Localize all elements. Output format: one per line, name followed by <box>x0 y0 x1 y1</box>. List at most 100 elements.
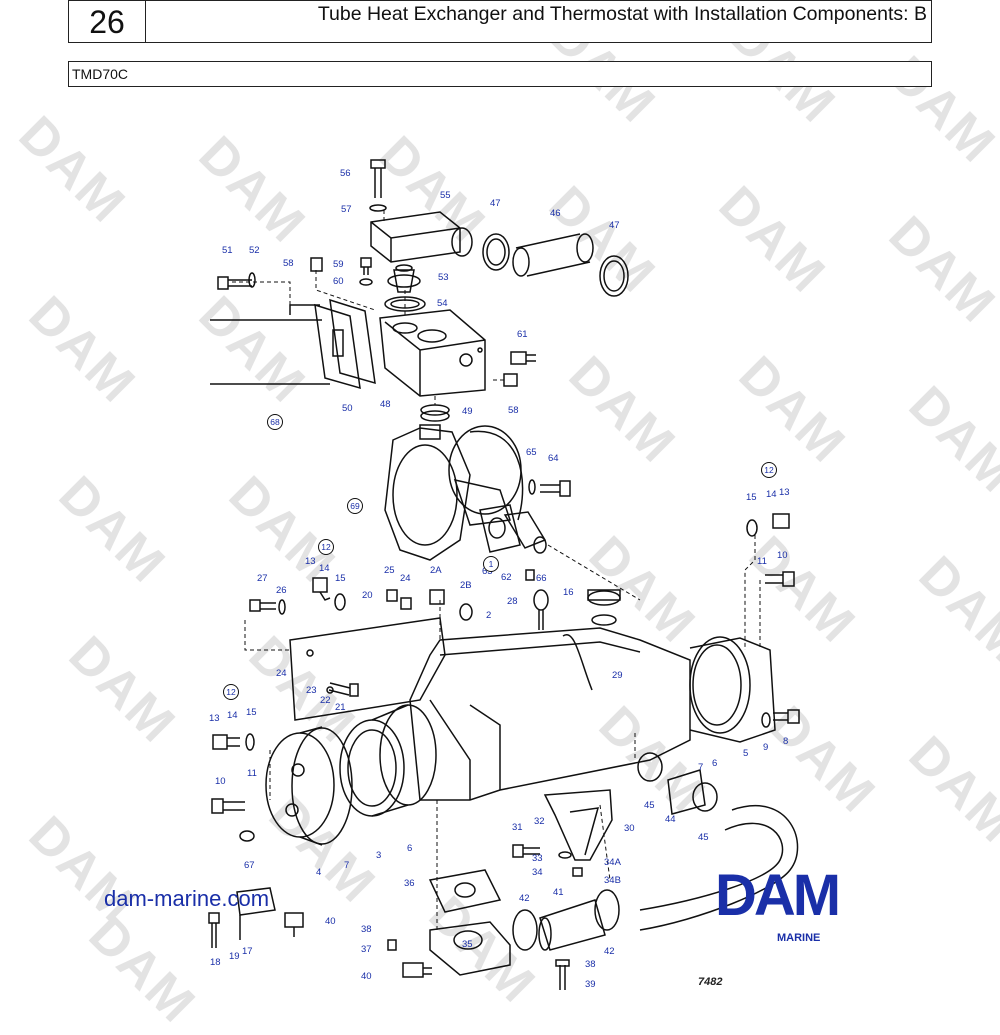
end-cover-5 <box>689 636 776 743</box>
callout-45a: 45 <box>644 800 655 811</box>
callout-34: 34 <box>532 867 543 878</box>
callout-5: 5 <box>743 748 749 759</box>
callout-14a: 14 <box>766 489 777 500</box>
callout-35: 35 <box>462 939 473 950</box>
callout-30: 30 <box>624 823 635 834</box>
callout-13a: 13 <box>779 487 790 498</box>
callout-51: 51 <box>222 245 233 256</box>
gasket-36 <box>428 869 502 913</box>
drawing-number: 7482 <box>698 976 723 988</box>
callout-20: 20 <box>362 590 373 601</box>
callout-36: 36 <box>404 878 415 889</box>
plug-13-mid <box>312 577 331 601</box>
screw-37 <box>387 939 397 951</box>
bolt-56 <box>369 159 387 212</box>
bolt-51 <box>217 276 252 290</box>
callout-67: 67 <box>244 860 255 871</box>
callout-53: 53 <box>438 272 449 283</box>
callout-26: 26 <box>276 585 287 596</box>
callout-42b: 42 <box>604 946 615 957</box>
bolt-8 <box>773 709 800 724</box>
callout-11b: 11 <box>247 768 257 779</box>
callout-18: 18 <box>210 957 221 968</box>
plug-24 <box>400 597 412 610</box>
hose-29 <box>562 634 593 691</box>
callout-6a: 6 <box>407 843 413 854</box>
gasket-50 <box>314 303 361 390</box>
callout-56: 56 <box>340 168 351 179</box>
bolt-39 <box>555 959 570 990</box>
callout-42a: 42 <box>519 893 530 904</box>
title-bar: 26 Tube Heat Exchanger and Thermostat wi… <box>68 0 932 43</box>
callout-38a: 38 <box>361 924 372 935</box>
hose-clamp-45a <box>637 752 663 782</box>
washer-60 <box>359 278 373 286</box>
callout-17: 17 <box>242 946 253 957</box>
callout-15c: 15 <box>246 707 257 718</box>
page-title: Tube Heat Exchanger and Thermostat with … <box>317 3 927 25</box>
callout-60: 60 <box>333 276 344 287</box>
heat-exchanger-housing-2 <box>409 627 691 801</box>
callout-27: 27 <box>257 573 268 584</box>
circled-callout-c12a: 12 <box>761 462 777 478</box>
callout-32: 32 <box>534 816 545 827</box>
callout-19: 19 <box>229 951 240 962</box>
washer-2B <box>459 603 473 621</box>
circled-callout-c1: 1 <box>483 556 499 572</box>
bolt-64 <box>540 480 571 497</box>
callout-15b: 15 <box>335 573 346 584</box>
callout-29: 29 <box>612 670 623 681</box>
callout-31: 31 <box>512 822 523 833</box>
callout-23: 23 <box>306 685 317 696</box>
washer-15-mid <box>334 593 346 611</box>
callout-39: 39 <box>585 979 596 990</box>
callout-65: 65 <box>526 447 537 458</box>
elbow-62 <box>503 511 547 554</box>
bolt-21 <box>328 682 359 697</box>
plug-58-top <box>310 257 323 272</box>
callout-9: 9 <box>763 742 769 753</box>
callout-24b: 24 <box>276 668 287 679</box>
model-bar: TMD70C <box>68 61 932 87</box>
washer-65 <box>528 479 536 495</box>
plug-13-left <box>212 734 240 750</box>
callout-2A: 2A <box>430 565 442 576</box>
callout-50: 50 <box>342 403 353 414</box>
bolt-18 <box>208 912 220 948</box>
connector-41 <box>538 899 606 951</box>
bracket-plate-20 <box>289 617 446 721</box>
callout-2: 2 <box>486 610 492 621</box>
hose-clamp-47 <box>599 255 629 297</box>
washer-15-right <box>746 519 758 537</box>
eye-bolt-28 <box>533 589 549 630</box>
callout-34B: 34B <box>604 875 621 886</box>
callout-11a: 11 <box>757 556 767 567</box>
callout-47b: 47 <box>609 220 620 231</box>
tube-stack-3 <box>339 704 437 817</box>
thermostat-cover-55 <box>370 211 473 263</box>
callout-16: 16 <box>563 587 574 598</box>
site-url[interactable]: dam-marine.com <box>104 886 270 911</box>
callout-38b: 38 <box>585 959 596 970</box>
bolt-66 <box>525 569 535 581</box>
nut-34 <box>572 867 583 877</box>
callout-6b: 6 <box>712 758 718 769</box>
o-ring-49 <box>420 404 450 422</box>
callout-41: 41 <box>553 887 564 898</box>
washer-52 <box>248 272 256 288</box>
exploded-parts-diagram <box>208 159 800 990</box>
dam-logo-sub: MARINE <box>777 932 821 944</box>
assembly-lines <box>232 210 761 930</box>
seawater-pump-69 <box>384 424 524 561</box>
callout-14c: 14 <box>227 710 238 721</box>
plug-25 <box>386 589 398 602</box>
exhaust-pipe <box>639 804 799 931</box>
plug-2A <box>429 589 445 605</box>
callout-64: 64 <box>548 453 559 464</box>
callout-10b: 10 <box>215 776 226 787</box>
bracket-30 <box>543 789 613 861</box>
hose-clamp-42b <box>594 889 620 931</box>
cock-40-left <box>284 912 304 937</box>
callout-7a: 7 <box>344 860 350 871</box>
washer-33 <box>558 851 572 859</box>
